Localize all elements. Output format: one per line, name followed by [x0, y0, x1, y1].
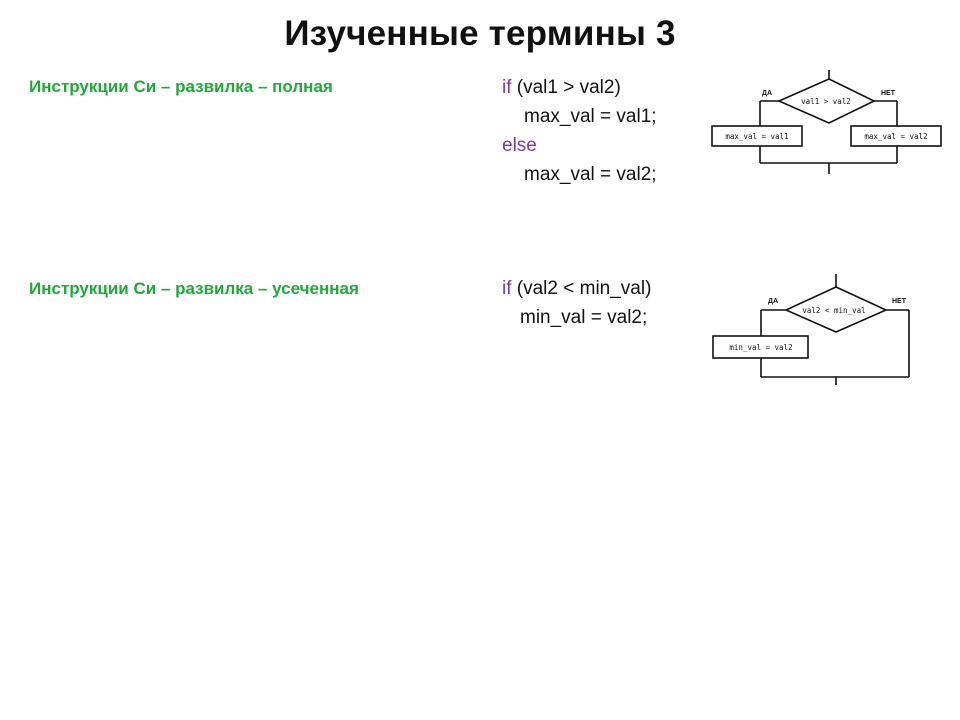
- full-branch-heading: Инструкции Си – развилка – полная: [29, 77, 333, 96]
- if-keyword: if: [502, 77, 512, 98]
- code-line-else-stmt: max_val = val2;: [524, 164, 657, 185]
- no-label: НЕТ: [892, 298, 907, 305]
- code-line-if: if (val2 < min_val): [502, 274, 651, 303]
- no-label: НЕТ: [881, 90, 896, 97]
- yes-label: ДА: [762, 90, 772, 97]
- short-branch-flowchart: val2 < min_val ДА НЕТ min_val = val2: [712, 274, 910, 385]
- decision-diamond: [784, 286, 888, 333]
- yes-action-text: max_val = val1: [725, 132, 788, 141]
- code-line-if: if (val1 > val2): [502, 73, 657, 102]
- no-action-box: [850, 125, 942, 147]
- short-branch-code: if (val2 < min_val) min_val = val2;: [502, 274, 651, 332]
- code-line-then: max_val = val1;: [524, 106, 657, 127]
- full-branch-code: if (val1 > val2) max_val = val1; else ma…: [502, 73, 657, 189]
- yes-label: ДА: [768, 298, 778, 305]
- decision-condition: val2 < min_val: [802, 306, 865, 315]
- if-keyword: if: [502, 278, 512, 299]
- if-condition: (val2 < min_val): [511, 278, 652, 299]
- if-condition: (val1 > val2): [511, 77, 621, 98]
- full-branch-flowchart: val1 > val2 ДА НЕТ max_val = val1 max_va…: [711, 70, 942, 174]
- yes-action-text: min_val = val2: [729, 343, 792, 352]
- decision-diamond: [777, 78, 876, 124]
- code-line-else: else: [502, 131, 657, 160]
- short-branch-heading: Инструкции Си – развилка – усеченная: [29, 279, 359, 298]
- else-keyword: else: [502, 135, 537, 156]
- yes-action-box: [711, 125, 803, 147]
- no-action-text: max_val = val2: [864, 132, 927, 141]
- slide-title: Изученные термины 3: [284, 14, 676, 53]
- decision-condition: val1 > val2: [801, 97, 851, 106]
- code-line-then: min_val = val2;: [520, 307, 648, 328]
